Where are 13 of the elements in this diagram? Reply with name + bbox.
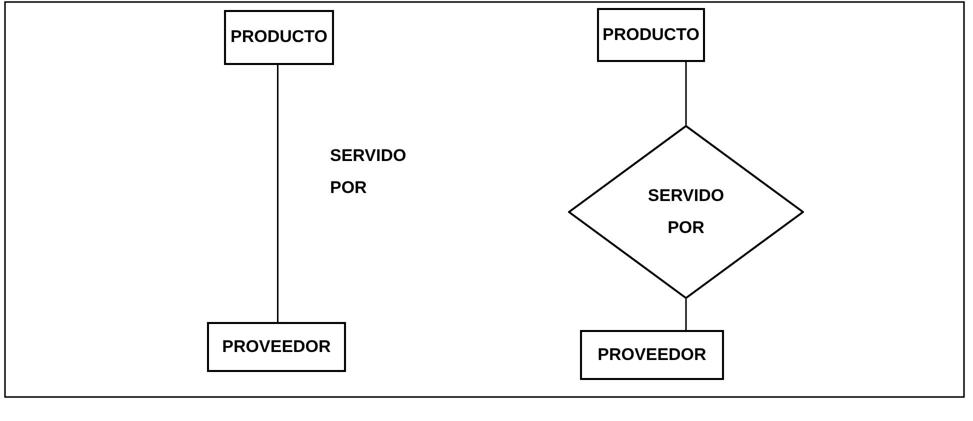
entity-name: PROVEEDOR	[222, 336, 331, 358]
entity-box	[207, 322, 346, 372]
relationship-diamond	[568, 125, 804, 299]
entity-name: SERVIDO POR	[646, 184, 726, 239]
connector-line	[685, 62, 687, 125]
connector-line	[277, 65, 278, 322]
entity-box	[597, 8, 705, 62]
entity-box	[580, 330, 724, 380]
entity-name: PROVEEDOR	[598, 344, 706, 366]
entity-box	[224, 10, 334, 65]
entity-name: PRODUCTO	[230, 26, 328, 48]
connector-line	[685, 299, 687, 330]
entity-name: PRODUCTO	[602, 24, 700, 46]
